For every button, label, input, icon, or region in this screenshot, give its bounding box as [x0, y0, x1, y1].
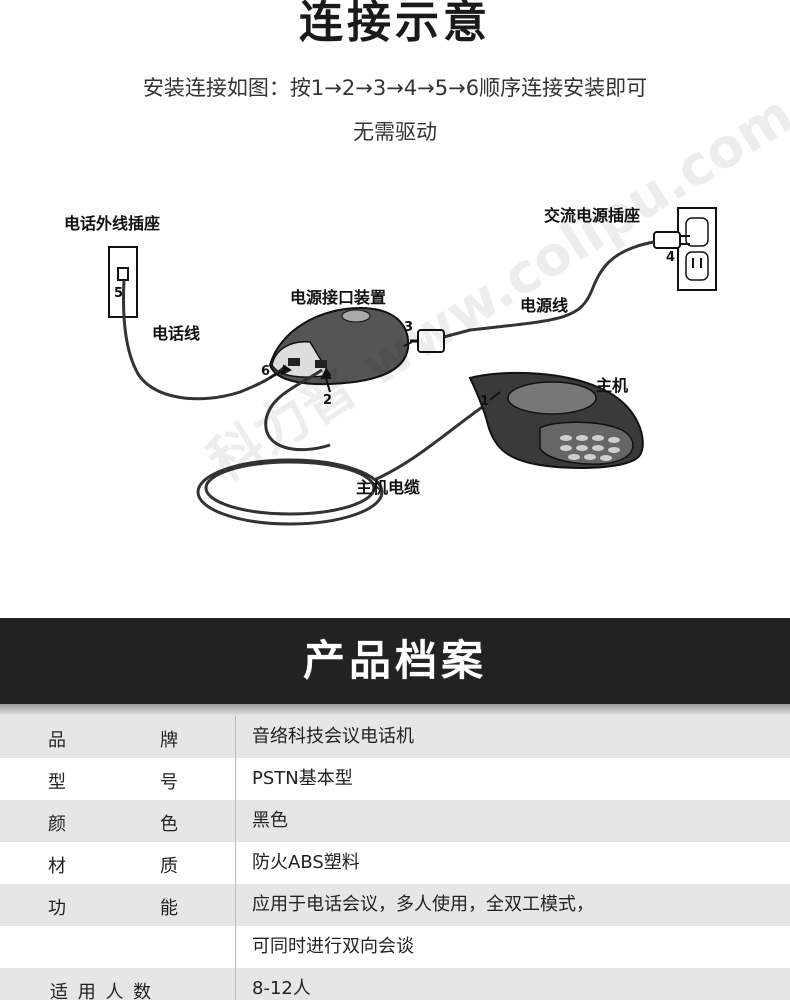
spec-row: 颜 色 黑色: [0, 800, 790, 842]
step-number-2: 2: [323, 393, 333, 408]
spec-row: 品 牌 音络科技会议电话机: [0, 716, 790, 758]
spec-key: 品: [48, 730, 66, 751]
power-plug-icon: [653, 231, 690, 249]
step-number-1: 1: [480, 394, 490, 409]
power-outlet-icon: [677, 207, 717, 291]
spec-value: 黑色: [252, 810, 288, 831]
section-banner: 产品档案: [0, 618, 790, 704]
banner-shadow: [0, 704, 790, 716]
spec-row: 功 能 应用于电话会议，多人使用，全双工模式，: [0, 884, 790, 926]
step-number-5: 5: [114, 286, 124, 301]
phone-line-label: 电话线: [152, 324, 201, 343]
main-cable-coil: [196, 368, 501, 526]
spec-key: 号: [160, 772, 178, 793]
spec-value: 8-12人: [252, 978, 311, 999]
no-driver-note: 无需驱动: [353, 120, 437, 144]
spec-key: 牌: [160, 730, 178, 751]
conference-phone-icon: [468, 371, 644, 469]
main-unit-label: 主机: [596, 376, 629, 395]
power-outlet-label: 交流电源插座: [544, 206, 641, 225]
step-number-4: 4: [666, 250, 676, 265]
main-cable-label: 主机电缆: [356, 478, 421, 497]
phone-jack-label: 电话外线插座: [64, 214, 161, 233]
install-instructions: 安装连接如图：按1→2→3→4→5→6顺序连接安装即可 无需驱动: [0, 66, 790, 154]
spec-row: 型 号 PSTN基本型: [0, 758, 790, 800]
power-connector-icon: [410, 329, 445, 353]
spec-key: 能: [160, 898, 178, 919]
instruction-line: 安装连接如图：按1→2→3→4→5→6顺序连接安装即可: [142, 76, 648, 100]
section-title: 产品档案: [302, 636, 487, 685]
spec-key: 颜: [48, 814, 66, 835]
spec-key: 质: [160, 856, 178, 877]
spec-value: 音络科技会议电话机: [252, 726, 414, 747]
spec-key: 功: [48, 898, 66, 919]
power-interface-label: 电源接口装置: [290, 288, 387, 307]
spec-key: 型: [48, 772, 66, 793]
connection-diagram: 电话外线插座 交流电源插座 电源接口装置 电源线 电话线 主机 主机电缆 1 2…: [0, 180, 790, 600]
power-cord-label: 电源线: [520, 296, 569, 315]
spec-key: 材: [48, 856, 66, 877]
spec-row: 适 用 人 数 8-12人: [0, 968, 790, 1000]
connection-illustration: [108, 207, 717, 526]
spec-value: 应用于电话会议，多人使用，全双工模式，: [252, 894, 594, 915]
spec-key: 适 用 人 数: [50, 982, 154, 1000]
spec-key: 色: [160, 814, 178, 835]
spec-row: 可同时进行双向会谈: [0, 926, 790, 968]
step-number-3: 3: [404, 320, 414, 335]
spec-value: 可同时进行双向会谈: [252, 936, 414, 957]
page-title: 连接示意: [299, 0, 491, 48]
spec-row: 材 质 防火ABS塑料: [0, 842, 790, 884]
spec-table: 品 牌 音络科技会议电话机 型 号 PSTN基本型 颜 色 黑色 材 质 防火ABS塑料…: [0, 716, 790, 1000]
spec-value: PSTN基本型: [252, 768, 353, 789]
spec-value: 防火ABS塑料: [252, 852, 360, 873]
step-number-6: 6: [261, 364, 271, 379]
